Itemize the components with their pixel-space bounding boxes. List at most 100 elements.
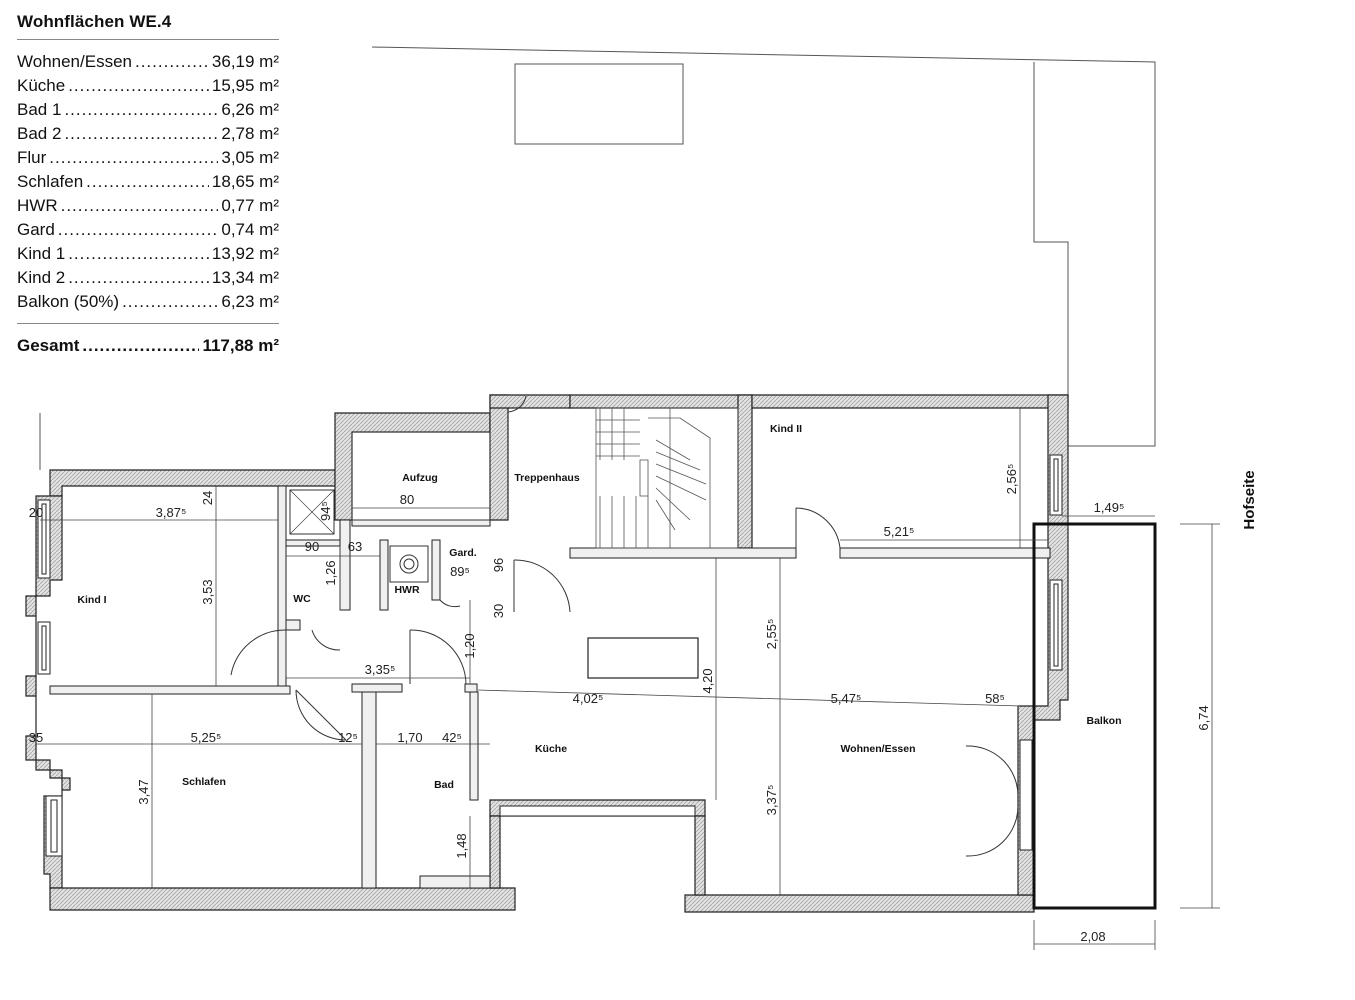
legend-row-label: Wohnen/Essen: [17, 52, 132, 71]
dim-label: 24: [200, 491, 215, 505]
dimension-lines: [36, 408, 1220, 950]
legend-row-value: 2,78 m²: [221, 124, 279, 143]
legend-total: Gesamt 117,88 m²: [17, 336, 279, 356]
dim-label: 12⁵: [338, 730, 358, 745]
dim-label: 5,25⁵: [191, 730, 222, 745]
interior-walls: [49, 485, 1051, 889]
room-label-schlafen: Schlafen: [182, 776, 226, 788]
dim-label: 94⁵: [318, 501, 333, 521]
dim-label: 2,55⁵: [764, 619, 779, 650]
room-label-balkon: Balkon: [1086, 715, 1121, 727]
dim-label: 5,47⁵: [831, 691, 862, 706]
legend-row: Bad 1 6,26 m²: [17, 98, 279, 122]
legend-row: Balkon (50%) 6,23 m²: [17, 290, 279, 314]
wall-kind1-schlafen: [49, 685, 291, 695]
wall-kind2-bottom: [839, 547, 1051, 559]
wall-aufzug-bottom: [351, 519, 491, 527]
legend-row: HWR 0,77 m²: [17, 194, 279, 218]
wall-top-right: [751, 394, 1069, 409]
staircase: [595, 407, 739, 549]
room-label-aufzug: Aufzug: [402, 472, 438, 484]
dim-label: 6,74: [1196, 705, 1211, 730]
fixtures: [289, 489, 429, 583]
legend-row-value: 0,74 m²: [221, 220, 279, 239]
legend-row-label: Balkon (50%): [17, 292, 120, 311]
area-legend: Wohnflächen WE.4 Wohnen/Essen 36,19 m² Kü…: [17, 12, 279, 356]
dim-label: 1,48: [454, 833, 469, 858]
legend-row-value: 6,23 m²: [221, 292, 279, 311]
legend-divider-top: [17, 39, 279, 40]
courtyard-rect: [514, 63, 684, 145]
room-label-kind1: Kind I: [77, 594, 106, 606]
dim-label: 20: [29, 505, 43, 520]
legend-row-value: 15,95 m²: [211, 76, 279, 95]
dimension-labels: 20 3,87⁵ 24 3,53 80 94⁵ 90 63 1,26 89⁵ 9…: [29, 464, 1211, 944]
dim-label: 30: [491, 604, 506, 618]
legend-row: Schlafen 18,65 m²: [17, 170, 279, 194]
legend-row: Flur 3,05 m²: [17, 146, 279, 170]
dim-label: 5,21⁵: [884, 524, 915, 539]
legend-row-value: 13,34 m²: [211, 268, 279, 287]
room-label-hwr: HWR: [394, 584, 419, 596]
legend-row-value: 3,05 m²: [221, 148, 279, 167]
dim-label: 1,26: [323, 560, 338, 585]
legend-row-label: Bad 2: [17, 124, 62, 143]
legend-row-label: Gard: [17, 220, 55, 239]
wall-left: [25, 495, 71, 889]
windows: [37, 454, 1063, 857]
dim-label: 90: [305, 539, 319, 554]
legend-row-value: 36,19 m²: [211, 52, 279, 71]
elevator-shaft: [351, 431, 491, 521]
wall-schlafen-bad: [361, 683, 377, 889]
legend-row-label: Bad 1: [17, 100, 62, 119]
legend-row-label: Schlafen: [17, 172, 84, 191]
legend-row-value: 13,92 m²: [211, 244, 279, 263]
dim-label: 2,08: [1080, 929, 1105, 944]
balcony-outline: [1032, 522, 1157, 910]
dim-label: 1,70: [397, 730, 422, 745]
side-label: Hofseite: [1241, 470, 1258, 529]
site-outline: [39, 46, 1156, 470]
legend-row-value: 0,77 m²: [221, 196, 279, 215]
dim-label: 89⁵: [450, 564, 470, 579]
dim-label: 63: [348, 539, 362, 554]
legend-rows: Wohnen/Essen 36,19 m² Küche 15,95 m² Bad 1…: [17, 50, 279, 314]
dim-label: 42⁵: [442, 730, 462, 745]
legend-row: Küche 15,95 m²: [17, 74, 279, 98]
dim-label: 96: [491, 558, 506, 572]
legend-row-value: 6,26 m²: [221, 100, 279, 119]
legend-divider-bottom: [17, 323, 279, 324]
legend-row-label: Küche: [17, 76, 66, 95]
dim-label: 58⁵: [985, 691, 1005, 706]
room-label-wc: WC: [293, 593, 311, 605]
legend-row: Gard 0,74 m²: [17, 218, 279, 242]
legend-row: Wohnen/Essen 36,19 m²: [17, 50, 279, 74]
dim-label: 1,49⁵: [1094, 500, 1125, 515]
dim-label: 35: [29, 730, 43, 745]
legend-title: Wohnflächen WE.4: [17, 12, 172, 31]
doors: [230, 395, 1019, 857]
room-label-treppenhaus: Treppenhaus: [514, 472, 580, 484]
total-label: Gesamt: [17, 336, 80, 355]
room-label-kueche: Küche: [535, 743, 567, 755]
legend-row: Kind 2 13,34 m²: [17, 266, 279, 290]
legend-row-label: HWR: [17, 196, 58, 215]
room-label-gard: Gard.: [449, 547, 477, 559]
legend-row: Kind 1 13,92 m²: [17, 242, 279, 266]
room-label-kind2: Kind II: [770, 423, 802, 435]
legend-row-value: 18,65 m²: [211, 172, 279, 191]
dim-label: 3,37⁵: [764, 785, 779, 816]
dim-label: 3,35⁵: [365, 662, 396, 677]
room-label-wohnen: Wohnen/Essen: [840, 743, 915, 755]
legend-row-label: Kind 1: [17, 244, 66, 263]
legend-row-label: Flur: [17, 148, 47, 167]
dim-label: 3,47: [136, 779, 151, 804]
kitchen-island: [587, 637, 699, 679]
dim-label: 80: [400, 492, 414, 507]
wall-treppe-bottom: [569, 547, 797, 559]
total-value: 117,88 m²: [202, 336, 279, 355]
legend-row-label: Kind 2: [17, 268, 66, 287]
room-label-bad: Bad: [434, 779, 454, 791]
wall-bottom-right: [684, 894, 1035, 913]
